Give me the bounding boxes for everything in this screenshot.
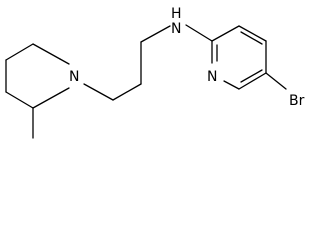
bond [59, 58, 70, 65]
bond [223, 80, 240, 90]
bond [32, 43, 61, 60]
bond [112, 83, 142, 101]
bond [5, 43, 34, 61]
bond [32, 92, 61, 109]
atom-label-bromine: Br [289, 93, 305, 109]
atom-label-n-amine-line: H [171, 6, 182, 22]
atom-label-n-amine-line: N [171, 21, 181, 37]
bond [265, 72, 287, 90]
atom-label-n-pyridine: N [207, 69, 217, 85]
bond [5, 91, 34, 109]
bond [240, 31, 263, 45]
bond [240, 69, 263, 83]
atom-label-n-amine: H N [171, 6, 186, 37]
bond [140, 25, 171, 43]
bonds [5, 24, 287, 139]
bond [211, 25, 240, 42]
atom-label-n-piperidine: N [69, 69, 79, 85]
bond [238, 25, 267, 42]
bond [185, 24, 213, 42]
bond [59, 87, 70, 94]
atom-labels: N H N N Br [69, 6, 305, 109]
bond [238, 72, 267, 90]
chemical-structure: N H N N Br [5, 6, 305, 139]
bond [83, 83, 114, 101]
